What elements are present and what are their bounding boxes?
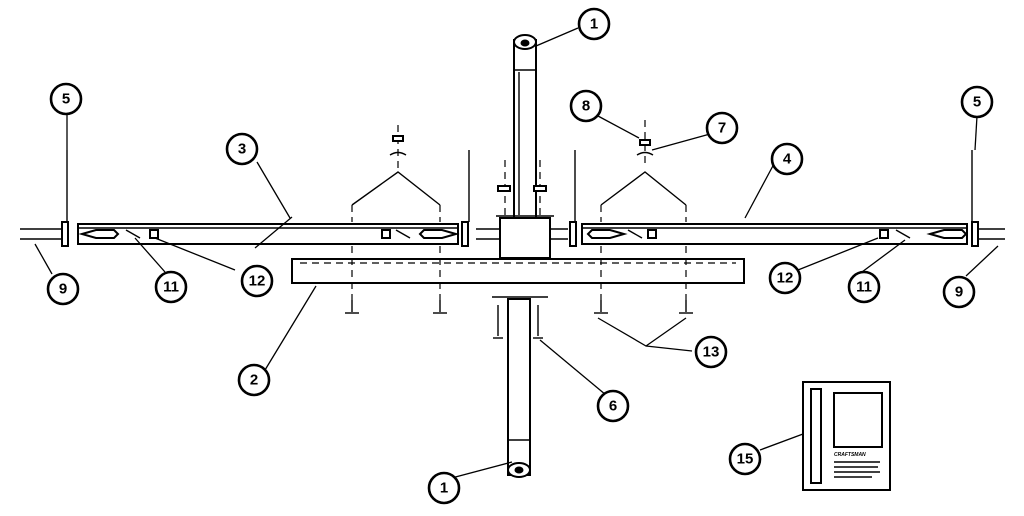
callout-9-right: 9 [942,275,976,309]
arm-right [569,221,979,247]
svg-text:13: 13 [703,344,720,361]
svg-text:1: 1 [590,16,598,33]
callout-2: 2 [237,363,271,397]
callout-12-right: 12 [768,261,802,295]
callout-6: 6 [596,389,630,423]
svg-text:2: 2 [250,372,258,389]
callout-15: 15 [728,442,762,476]
svg-text:12: 12 [249,273,266,290]
svg-text:5: 5 [973,94,981,111]
callouts: 1 1 2 3 4 5 5 6 [46,7,994,505]
callout-9-left: 9 [46,272,80,306]
bottom-bolts [345,300,693,339]
owners-manual-booklet: CRAFTSMAN [802,381,891,491]
callout-1-top: 1 [577,7,611,41]
center-bracket [496,160,554,259]
svg-text:5: 5 [62,91,70,108]
svg-text:11: 11 [856,279,872,296]
bolt-lines [20,120,1005,339]
svg-text:7: 7 [718,120,726,137]
tube-bottom [492,296,548,478]
svg-text:9: 9 [59,281,67,298]
arm-left [61,221,469,247]
callout-13: 13 [694,335,728,369]
booklet-brand: CRAFTSMAN [834,452,866,458]
cross-plate [291,258,745,284]
callout-3: 3 [225,132,259,166]
svg-text:3: 3 [238,141,246,158]
leader-lines [34,27,999,485]
svg-text:6: 6 [609,398,617,415]
svg-text:4: 4 [783,151,792,168]
callout-12-left: 12 [240,264,274,298]
callout-4: 4 [770,142,804,176]
callout-11-right: 11 [847,270,881,304]
svg-text:15: 15 [737,451,754,468]
callout-5-left: 5 [49,82,83,116]
svg-text:11: 11 [163,279,179,296]
svg-text:9: 9 [955,284,963,301]
callout-8: 8 [569,89,603,123]
svg-text:8: 8 [582,98,590,115]
svg-text:12: 12 [777,270,794,287]
svg-text:1: 1 [440,480,448,497]
callout-11-left: 11 [154,270,188,304]
tube-top [513,34,537,223]
callout-1-bottom: 1 [427,471,461,505]
callout-5-right: 5 [960,85,994,119]
callout-7: 7 [705,111,739,145]
